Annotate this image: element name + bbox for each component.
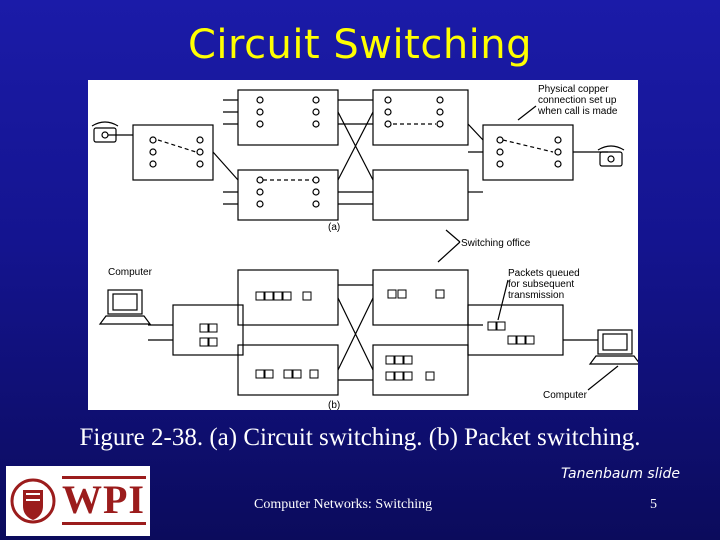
crest-icon [10,478,56,524]
credit-text: Tanenbaum slide [560,466,680,482]
label-computer-right: Computer [543,390,588,401]
figure-caption: Figure 2-38. (a) Circuit switching. (b) … [79,424,641,451]
switching-office-b-bottom-right [372,344,469,396]
logo-text: WPI [62,477,145,522]
label-part-b: (b) [328,400,340,410]
callout-packets [497,279,509,321]
label-switching-office: Switching office [461,238,531,249]
label-packets-queued-3: transmission [508,290,564,301]
circuit-path [157,123,554,181]
callout-physical-copper [517,105,537,121]
switching-office-b-top-right [372,269,469,326]
trunks-a [108,99,608,205]
trunks-b [148,284,598,381]
computer-right-icon [588,329,638,365]
switching-office-a-top-right [372,89,469,146]
telephone-left-icon [91,121,119,143]
slide-title: Circuit Switching [187,22,533,68]
end-office-a-left [132,124,214,181]
switching-office-a-bottom-left [237,169,339,221]
label-packets-queued-2: for subsequent [508,279,574,290]
end-office-b-left [172,304,244,356]
switching-office-b-top-left [237,269,339,326]
contacts-a [149,96,562,208]
callout-switching-office [437,229,461,263]
diagram-svg: Physical copper connection set up when c… [91,84,638,410]
label-part-a: (a) [328,222,340,233]
switching-office-a-bottom-right [372,169,469,221]
page-number: 5 [650,497,657,512]
logo-rule-bottom [62,522,146,525]
end-office-b-right [467,304,564,356]
label-physical-copper-2: connection set up [538,95,617,106]
label-physical-copper-3: when call is made [537,106,618,117]
switching-diagram: Physical copper connection set up when c… [88,80,638,410]
switching-office-a-top-left [237,89,339,146]
label-physical-copper-1: Physical copper [538,84,609,95]
computer-left-icon [98,289,152,325]
logo-rule-top [62,476,146,479]
wpi-logo: WPI [6,466,150,536]
label-packets-queued-1: Packets queued [508,268,580,279]
label-computer-left: Computer [108,267,153,278]
callout-computer-right [587,365,619,391]
packet-queues [199,289,535,381]
footer-course: Computer Networks: Switching [254,497,433,512]
telephone-right-icon [597,145,625,167]
